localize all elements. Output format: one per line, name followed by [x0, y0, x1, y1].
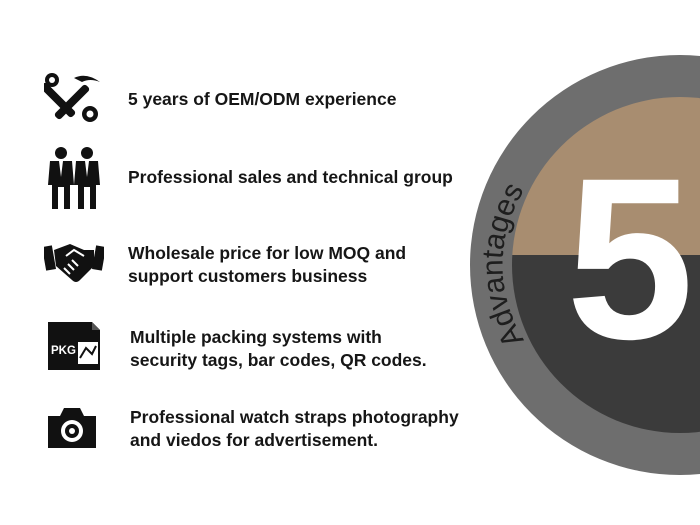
advantage-text-line: support customers business	[128, 266, 368, 286]
package-icon: PKG	[46, 320, 102, 377]
camera-icon	[46, 406, 98, 455]
advantage-text-line: Wholesale price for low MOQ and	[128, 243, 407, 263]
team-icon	[44, 147, 104, 214]
advantage-text-line: Multiple packing systems with	[130, 327, 382, 347]
tools-icon	[40, 70, 104, 131]
advantage-text-line: Professional watch straps photography	[130, 407, 459, 427]
handshake-icon	[41, 240, 107, 289]
advantage-text-line: and viedos for advertisement.	[130, 430, 378, 450]
advantages-badge: 5 Advantages	[470, 40, 700, 490]
badge-number: 5	[566, 130, 694, 387]
advantage-text-line: Professional sales and technical group	[128, 167, 453, 187]
advantage-text-line: security tags, bar codes, QR codes.	[130, 350, 427, 370]
advantage-text-line: 5 years of OEM/ODM experience	[128, 89, 397, 109]
package-label: PKG	[51, 345, 76, 357]
